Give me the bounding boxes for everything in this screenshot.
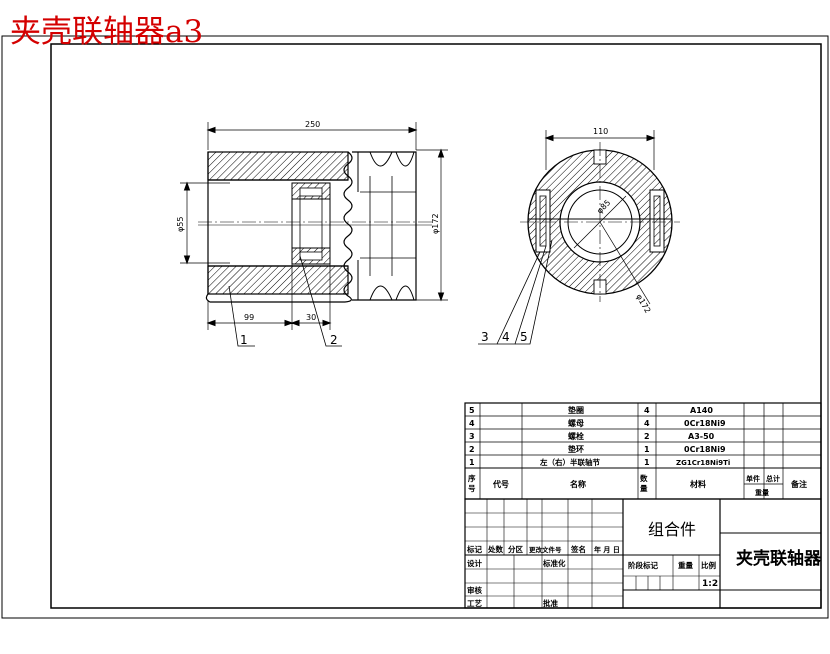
end-view xyxy=(478,130,680,345)
front-section-view xyxy=(180,122,448,347)
part-row-no: 3 xyxy=(469,432,475,441)
part-row-name: 螺母 xyxy=(568,418,584,428)
part-row-no: 4 xyxy=(469,419,475,428)
part-row-no: 5 xyxy=(469,406,475,415)
rev-mark-label: 标记 xyxy=(466,544,482,554)
role-standard-label: 标准化 xyxy=(542,558,566,568)
part-row-material: A140 xyxy=(690,406,713,415)
header-code: 代号 xyxy=(492,479,509,489)
part-row-no: 1 xyxy=(469,458,475,467)
inner-border xyxy=(50,43,822,609)
parts-list-text: 5 垫圈 4 A140 4 螺母 4 0Cr18Ni9 3 螺栓 2 A3-50… xyxy=(468,405,807,497)
header-material: 材料 xyxy=(690,479,706,489)
drawing-caption: 夹壳联轴器a3 xyxy=(10,14,204,50)
assembly-label: 组合件 xyxy=(648,520,696,539)
outer-border xyxy=(1,35,829,619)
part-row-qty: 2 xyxy=(644,432,650,441)
rev-date-label: 年 月 日 xyxy=(594,545,620,554)
part-row-name: 垫环 xyxy=(568,444,584,454)
dim-end-width: 110 xyxy=(593,127,608,136)
part-row-qty: 4 xyxy=(644,406,650,415)
header-unit-weight: 单件 xyxy=(746,474,760,483)
header-qty-char: 量 xyxy=(640,483,648,493)
role-review-label: 审核 xyxy=(467,585,482,595)
role-approve-label: 批准 xyxy=(543,598,558,608)
part-row-material: 0Cr18Ni9 xyxy=(684,445,726,454)
callout-1: 1 xyxy=(240,333,248,347)
rev-doc-label: 更改文件号 xyxy=(529,545,562,554)
header-no-char: 序 xyxy=(468,473,476,483)
part-row-no: 2 xyxy=(469,445,475,454)
dim-end-outer: φ172 xyxy=(634,293,652,315)
header-note: 备注 xyxy=(790,479,807,489)
part-row-name: 螺栓 xyxy=(568,431,584,441)
rev-count-label: 处数 xyxy=(487,544,503,554)
rev-sign-label: 签名 xyxy=(570,544,586,554)
header-qty: 数量 xyxy=(640,473,648,493)
header-no: 序号 xyxy=(468,473,476,493)
part-row-material: ZG1Cr18Ni9Ti xyxy=(676,459,730,467)
dim-outer-diameter: φ172 xyxy=(431,213,440,234)
scale-value: 1:2 xyxy=(702,579,718,589)
title-block xyxy=(464,498,822,609)
rev-zone-label: 分区 xyxy=(508,544,523,554)
dim-overall-length: 250 xyxy=(305,120,320,129)
header-name: 名称 xyxy=(570,479,586,489)
drawing-title: 夹壳联轴器 xyxy=(736,548,822,569)
header-no-char: 号 xyxy=(468,484,476,493)
role-design-label: 设计 xyxy=(467,558,482,568)
part-row-name: 垫圈 xyxy=(568,405,584,415)
stage-mark-label: 阶段标记 xyxy=(628,560,658,570)
header-weight: 重量 xyxy=(755,488,769,497)
dim-bore-diameter: φ55 xyxy=(176,217,185,232)
callout-4: 4 xyxy=(502,330,510,344)
header-total-weight: 总计 xyxy=(766,474,780,483)
role-process-label: 工艺 xyxy=(467,598,482,608)
part-row-material: 0Cr18Ni9 xyxy=(684,419,726,428)
dim-groove-segment: 30 xyxy=(306,313,316,322)
part-row-name: 左（右）半联轴节 xyxy=(539,457,600,467)
callout-5: 5 xyxy=(520,330,528,344)
title-block-text: 组合件 夹壳联轴器 标记 处数 分区 更改文件号 签名 年 月 日 设计 标准化… xyxy=(466,520,822,608)
part-row-qty: 1 xyxy=(644,458,650,467)
parts-list xyxy=(464,402,822,500)
header-qty-char: 数 xyxy=(640,473,648,483)
part-row-qty: 1 xyxy=(644,445,650,454)
stage-weight-label: 重量 xyxy=(678,560,693,570)
dim-left-segment: 99 xyxy=(244,313,254,322)
stage-scale-label: 比例 xyxy=(701,560,716,570)
callout-3: 3 xyxy=(481,330,489,344)
callout-2: 2 xyxy=(330,333,338,347)
part-row-qty: 4 xyxy=(644,419,650,428)
part-row-material: A3-50 xyxy=(688,432,715,441)
